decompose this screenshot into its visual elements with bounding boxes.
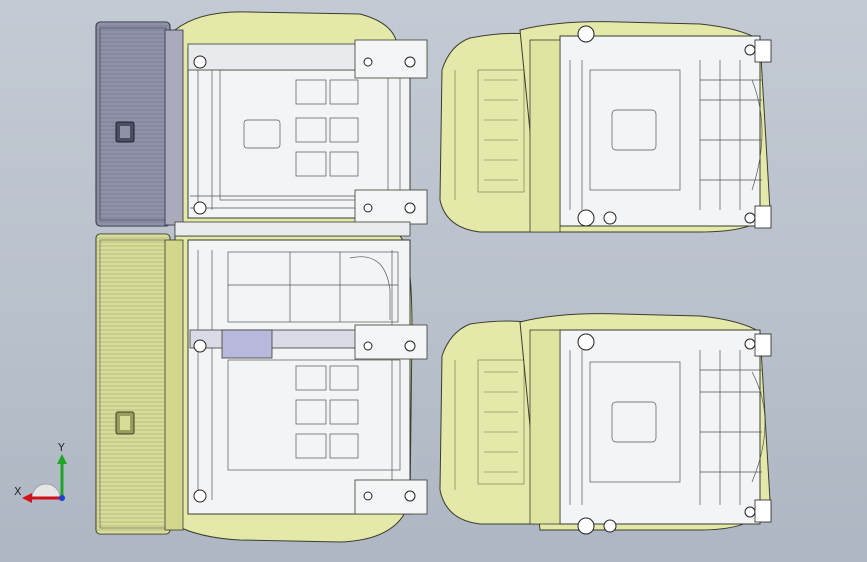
z-axis-dot — [59, 495, 65, 501]
seat-base-frame-upper — [559, 35, 761, 227]
x-axis-label: X — [14, 485, 22, 498]
right-upper-seat[interactable] — [439, 21, 772, 233]
triad-base-icon — [31, 483, 61, 499]
y-axis-label: Y — [58, 441, 65, 454]
backrest-cushion-upper — [439, 32, 541, 233]
left-seat-assembly[interactable] — [95, 11, 428, 543]
right-lower-seat[interactable] — [439, 313, 772, 535]
coordinate-triad: Y X — [14, 440, 74, 510]
lower-seat-frame — [187, 239, 411, 515]
